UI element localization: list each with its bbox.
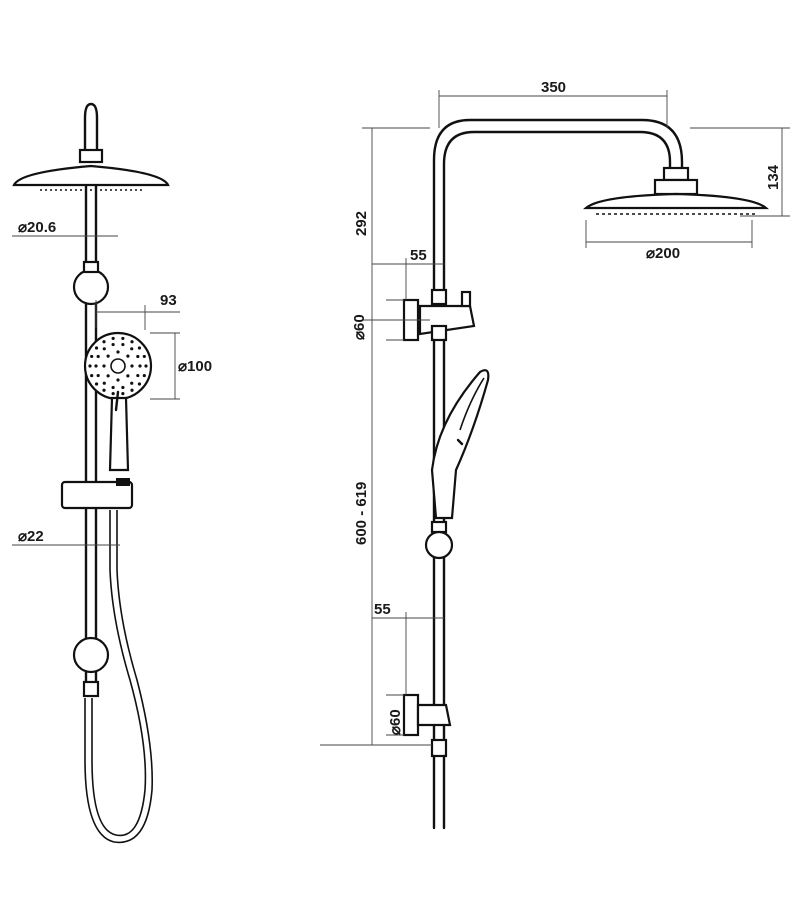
- side-outlet-nut: [430, 738, 448, 758]
- nozzle-dot: [116, 378, 120, 382]
- side-label-head-diameter: ⌀200: [646, 245, 680, 262]
- nozzle-dot: [102, 388, 106, 392]
- front-view: ⌀20.6 93 ⌀100 ⌀22: [12, 102, 212, 844]
- nozzle-dot: [111, 385, 115, 390]
- nozzle-dot: [94, 346, 99, 350]
- side-upper-collar: [430, 324, 448, 342]
- side-label-lower-offset: 55: [374, 601, 391, 618]
- side-head-connector: [662, 166, 690, 182]
- nozzle-dot: [121, 342, 125, 347]
- front-hose-inner: [84, 510, 154, 844]
- nozzle-dot: [130, 381, 134, 385]
- nozzle-dot: [121, 385, 125, 390]
- nozzle-dot: [138, 364, 142, 368]
- front-handshower-button: [114, 390, 120, 412]
- side-lower-bracket: [416, 703, 452, 727]
- front-label-bottom-diameter: ⌀22: [18, 528, 44, 545]
- front-handshower-handle: [108, 396, 130, 472]
- side-handshower: [430, 369, 490, 520]
- side-slider-collar: [430, 520, 448, 534]
- side-label-lower-diameter: ⌀60: [387, 709, 404, 735]
- front-outlet-nut: [82, 680, 100, 698]
- nozzle-dot: [102, 347, 106, 351]
- side-label-top-height: 292: [353, 211, 370, 236]
- front-handshower-center: [110, 358, 126, 374]
- side-label-drop: 134: [765, 164, 782, 190]
- nozzle-dot: [94, 364, 98, 368]
- nozzle-dot: [137, 346, 142, 350]
- side-label-reach: 350: [541, 79, 566, 96]
- nozzle-dot: [126, 374, 130, 378]
- nozzle-dot: [126, 354, 130, 358]
- front-head-connector: [78, 148, 104, 164]
- side-diverter-knob: [460, 290, 472, 308]
- nozzle-dot: [90, 373, 94, 378]
- front-slider-knob: [116, 478, 130, 486]
- side-slider-ball: [424, 530, 454, 560]
- side-lower-wall-plate: [402, 693, 420, 737]
- side-view: 350 134 ⌀200 292 55 ⌀60 600 - 619 55 ⌀60: [320, 79, 790, 830]
- side-head-ball: [653, 178, 699, 196]
- nozzle-dot: [106, 374, 110, 378]
- nozzle-dot: [96, 373, 100, 378]
- nozzle-dot: [121, 391, 125, 396]
- front-upper-bracket: [72, 268, 110, 306]
- nozzle-dot: [88, 364, 92, 368]
- front-overhead-head: [12, 164, 170, 187]
- nozzle-dot: [142, 373, 146, 378]
- front-label-handshower-diameter: ⌀100: [178, 358, 212, 375]
- nozzle-dot: [102, 381, 106, 385]
- front-lower-bracket: [72, 636, 110, 674]
- nozzle-dot: [137, 382, 142, 386]
- side-handshower-face: [459, 377, 485, 431]
- side-label-upper-diameter: ⌀60: [351, 314, 368, 340]
- nozzle-dot: [90, 354, 94, 359]
- front-upper-bracket-cap: [82, 260, 100, 274]
- side-arm-outer: [432, 118, 684, 302]
- nozzle-dot: [102, 340, 106, 344]
- side-label-adjustable-height: 600 - 619: [353, 482, 370, 545]
- front-label-rail-diameter: ⌀20.6: [18, 219, 56, 236]
- nozzle-dot: [130, 347, 134, 351]
- nozzle-dot: [136, 354, 140, 359]
- front-label-offset: 93: [160, 292, 177, 309]
- nozzle-dot: [111, 391, 115, 396]
- nozzle-dot: [96, 354, 100, 359]
- side-label-upper-offset: 55: [410, 247, 427, 264]
- side-diverter-nut: [430, 288, 448, 306]
- side-handshower-button: [456, 438, 464, 446]
- nozzle-dot: [121, 336, 125, 341]
- front-handshower-nozzles: [88, 336, 148, 396]
- nozzle-dot: [94, 382, 99, 386]
- front-slider-holder: [60, 480, 134, 510]
- nozzle-dot: [130, 364, 134, 368]
- front-gooseneck: [83, 102, 99, 157]
- nozzle-dot: [116, 350, 120, 354]
- nozzle-dot: [111, 342, 115, 347]
- nozzle-dot: [142, 354, 146, 359]
- nozzle-dot: [130, 388, 134, 392]
- nozzle-dot: [102, 364, 106, 368]
- nozzle-dot: [106, 354, 110, 358]
- side-arm-inner: [442, 130, 672, 302]
- front-hose-outer: [91, 510, 147, 837]
- nozzle-dot: [111, 336, 115, 341]
- nozzle-dot: [144, 364, 148, 368]
- nozzle-dot: [136, 373, 140, 378]
- nozzle-dot: [130, 340, 134, 344]
- side-overhead-head: [583, 192, 769, 210]
